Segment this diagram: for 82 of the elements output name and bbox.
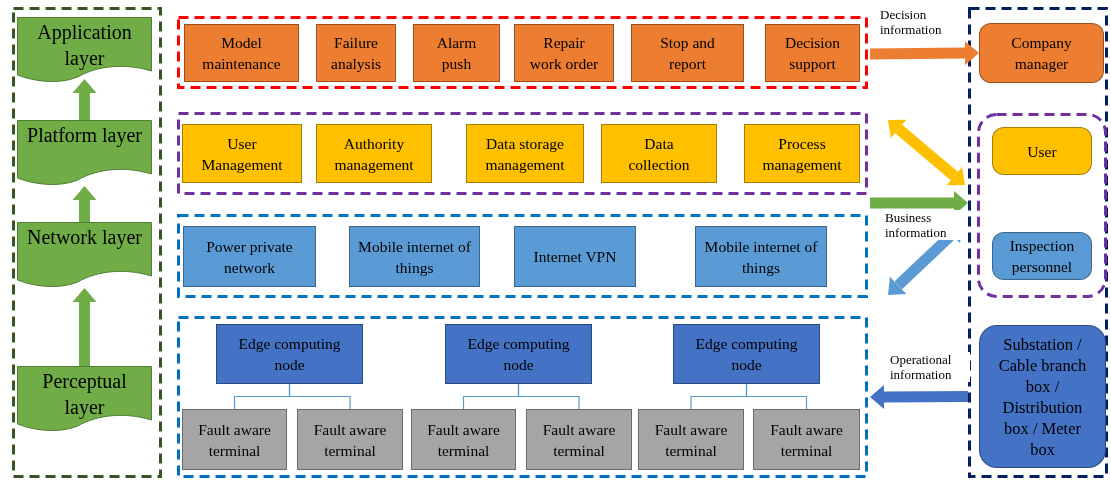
node-label: Repair work order	[528, 33, 600, 74]
node-label: Fault aware terminal	[541, 419, 617, 461]
rounded-box	[992, 232, 1092, 280]
process-box	[601, 124, 717, 183]
node-label: Alarm push	[435, 33, 478, 74]
dashed-group-frame	[177, 316, 868, 478]
node-label: Fault aware terminal	[653, 419, 729, 461]
process-box	[183, 226, 316, 287]
dashed-group-frame	[177, 16, 868, 89]
node-label: Substation / Cable branch box / Distribution box / Meter box	[997, 333, 1088, 460]
node-label: Data storage management	[484, 133, 566, 175]
process-box	[316, 24, 396, 82]
dashed-group-frame	[177, 112, 868, 195]
block-arrow	[72, 288, 97, 366]
node-label: Data collection	[627, 133, 691, 175]
process-box	[631, 24, 744, 82]
process-box	[638, 409, 744, 470]
node-label: Company manager	[1010, 33, 1073, 74]
layer-document-shape	[17, 366, 152, 432]
node-label: Power private network	[205, 236, 294, 278]
process-box	[413, 24, 500, 82]
dashed-group-frame	[977, 113, 1107, 298]
process-box	[349, 226, 480, 287]
node-label: Platform layer	[26, 123, 143, 148]
node-label: Fault aware terminal	[312, 419, 388, 461]
node-label: Failure analysis	[330, 33, 382, 74]
process-box	[695, 226, 827, 287]
process-box	[316, 124, 432, 183]
node-label: Mobile internet of things	[703, 236, 819, 278]
node-label: Stop and report	[659, 33, 716, 74]
process-box	[182, 124, 302, 183]
connector-line	[517, 383, 580, 410]
connector-line	[288, 383, 351, 410]
node-label: User Management	[200, 133, 284, 175]
edge-label: Business information	[885, 210, 965, 240]
layer-document-shape	[17, 120, 152, 186]
node-label: Authority management	[333, 133, 415, 175]
node-label: Decision support	[783, 33, 842, 74]
node-label: Fault aware terminal	[197, 419, 272, 461]
process-box	[184, 24, 299, 82]
node-label: Edge computing node	[466, 334, 571, 375]
rounded-box	[992, 127, 1092, 175]
block-arrow	[888, 119, 965, 186]
block-arrow	[72, 186, 97, 222]
process-box	[466, 124, 584, 183]
node-label: Network layer	[26, 225, 143, 250]
block-arrow	[72, 79, 97, 120]
process-box	[411, 409, 516, 470]
node-label: Inspection personnel	[1008, 236, 1076, 277]
process-box	[514, 24, 614, 82]
rounded-box	[979, 23, 1104, 83]
node-label: Fault aware terminal	[426, 419, 501, 461]
process-box	[744, 124, 860, 183]
dashed-group-frame	[177, 214, 868, 298]
process-box	[216, 324, 363, 384]
node-label: Model maintenance	[201, 33, 282, 74]
block-arrow	[869, 41, 979, 66]
node-label: Fault aware terminal	[769, 419, 844, 461]
node-label: Process management	[761, 133, 843, 175]
dashed-group-frame	[12, 7, 162, 478]
node-label: Perceptual layer	[41, 369, 128, 420]
process-box	[673, 324, 820, 384]
layer-document-shape	[17, 17, 152, 83]
process-box	[182, 409, 287, 470]
edge-label: Operational information	[890, 352, 970, 382]
node-label: Internet VPN	[533, 247, 617, 267]
node-label: Application layer	[36, 20, 133, 71]
node-label: Mobile internet of things	[357, 236, 472, 278]
layer-document-shape	[17, 222, 152, 288]
process-box	[526, 409, 632, 470]
rounded-box	[979, 325, 1106, 468]
process-box	[765, 24, 860, 82]
node-label: User	[1027, 141, 1057, 162]
node-label: Edge computing node	[237, 334, 342, 375]
dashed-group-frame	[968, 7, 1108, 478]
process-box	[297, 409, 403, 470]
node-label: Edge computing node	[694, 334, 799, 375]
block-arrow	[870, 384, 968, 409]
process-box	[514, 226, 636, 287]
process-box	[753, 409, 860, 470]
process-box	[445, 324, 592, 384]
connector-line	[745, 383, 808, 410]
